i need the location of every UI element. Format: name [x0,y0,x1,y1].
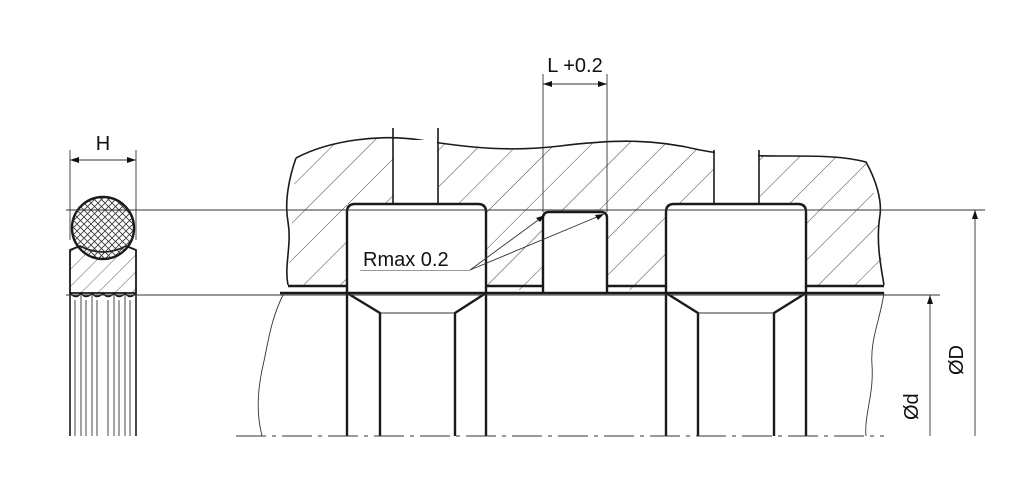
d-inner-label: Ød [901,393,923,420]
seal-grooved-section [69,291,137,436]
housing-break-line [295,136,885,286]
shaft-bore-right [664,291,808,436]
rmax-label: Rmax 0.2 [363,249,449,271]
seal-groove-lines [74,296,131,436]
shaft-section [236,291,885,437]
h-dimension [69,150,137,240]
d-outer-label: ØD [946,345,968,375]
shaft-bore-left [345,291,488,436]
o-ring-section [70,195,136,261]
h-dimension-label: H [96,133,110,155]
l-dimension-label: L +0.2 [547,55,602,77]
recess-left [345,202,488,293]
recess-right [664,202,808,293]
l-dimension [542,74,608,212]
seal-profile: H [69,133,137,436]
slot-l [541,210,609,293]
d-inner-dimension [927,295,933,436]
reference-lines [66,209,985,296]
housing-bore-lines [392,128,760,204]
d-outer-dimension [972,210,978,436]
